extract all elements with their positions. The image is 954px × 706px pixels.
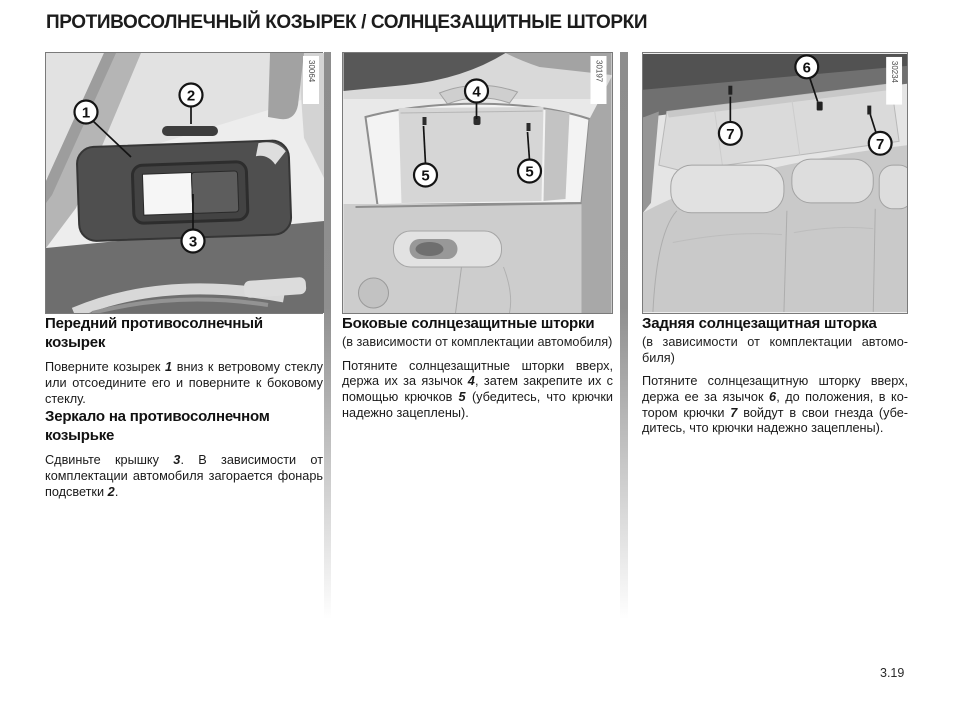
mirror-cover-slider	[191, 170, 240, 214]
vanity-mirror	[141, 171, 194, 216]
section-body-visor-mirror: Сдвиньте крышку 3. В зависимости от комп…	[45, 453, 323, 499]
speaker	[358, 277, 389, 309]
headrest-right	[878, 164, 907, 210]
column-divider	[324, 52, 331, 662]
callout-badge-3: 3	[180, 228, 206, 254]
blind-tab	[816, 101, 823, 111]
svg-text:7: 7	[726, 127, 734, 143]
callout-badge-5-left: 5	[412, 162, 439, 188]
section-heading-front-visor: Передний противосолнечный козырек	[45, 315, 263, 351]
blind-hook-right	[526, 123, 531, 131]
blind-hook-left	[422, 117, 427, 125]
rear-blind-illustration: 6 7 7 30234	[643, 53, 907, 313]
column-front-visor: 1 2 3 30064 Передний противосолнечный ко…	[45, 52, 324, 501]
c-pillar	[643, 111, 659, 213]
svg-text:6: 6	[803, 60, 811, 76]
figure-ref-number: 30234	[886, 56, 903, 105]
c-pillar	[581, 77, 612, 313]
callout-badge-7-right: 7	[867, 130, 893, 156]
svg-text:30197: 30197	[595, 60, 604, 83]
callout-badge-5-right: 5	[516, 158, 543, 184]
figure-rear-sun-blind: 6 7 7 30234	[642, 52, 908, 314]
section-note-rear-blind: (в зависимости от комплектации автомо­би…	[642, 335, 908, 365]
blind-hook-right	[867, 105, 872, 115]
window-sun-blind	[398, 107, 544, 203]
column-rear-blind: 6 7 7 30234 Задняя солнцезащитная шторка…	[642, 52, 908, 437]
svg-text:5: 5	[525, 164, 533, 181]
callout-badge-7-left: 7	[717, 120, 743, 146]
svg-text:5: 5	[421, 168, 429, 185]
sun-visor	[76, 139, 293, 242]
section-body-front-visor: Поверните козырек 1 вниз к ветровому сте…	[45, 360, 323, 406]
section-note-side-blinds: (в зависимости от комплектации автомо­би…	[342, 335, 613, 349]
courtesy-light	[162, 126, 218, 136]
svg-text:2: 2	[187, 88, 195, 105]
section-heading-side-blinds: Боковые солнцезащитные шторки	[342, 315, 595, 332]
rear-view-mirror	[268, 53, 304, 120]
figure-front-sun-visor: 1 2 3 30064	[45, 52, 324, 314]
page-title: ПРОТИВОСОЛНЕЧНЫЙ КОЗЫРЕК / СОЛНЦЕЗАЩИТНЫ…	[46, 12, 648, 33]
svg-text:3: 3	[189, 234, 197, 251]
section-body-side-blinds: Потяните солнцезащитные шторки вверх, де…	[342, 358, 613, 420]
column-side-blinds: 4 5 5 30197 Боковые солнцезащитные шторк…	[342, 52, 613, 422]
callout-badge-1: 1	[73, 99, 99, 125]
svg-text:30064: 30064	[307, 60, 316, 83]
callout-badge-2: 2	[178, 82, 204, 108]
page-number: 3.19	[880, 666, 905, 680]
section-heading-rear-blind: Задняя солнцезащитная шторка	[642, 315, 877, 332]
section-body-rear-blind: Потяните солнцезащитную шторку вверх, де…	[642, 374, 909, 436]
headrest-center	[791, 158, 874, 204]
blind-hook-left	[728, 85, 733, 95]
door-handle	[415, 242, 444, 256]
section-heading-visor-mirror: Зеркало на противосолнечном козырьке	[45, 408, 270, 445]
svg-text:30234: 30234	[890, 61, 899, 84]
svg-text:4: 4	[472, 84, 481, 101]
front-visor-illustration: 1 2 3 30064	[46, 53, 324, 313]
roof-edge	[343, 53, 506, 91]
svg-text:7: 7	[876, 137, 884, 153]
callout-badge-6: 6	[794, 54, 820, 80]
figure-ref-number: 30064	[303, 56, 319, 104]
headrest-left	[670, 164, 785, 214]
blind-tab	[473, 116, 481, 125]
figure-ref-number: 30197	[590, 56, 607, 104]
svg-text:1: 1	[82, 105, 90, 122]
callout-badge-4: 4	[463, 78, 490, 104]
side-blind-illustration: 4 5 5 30197	[343, 53, 612, 313]
figure-side-sun-blind: 4 5 5 30197	[342, 52, 613, 314]
column-divider	[620, 52, 628, 662]
